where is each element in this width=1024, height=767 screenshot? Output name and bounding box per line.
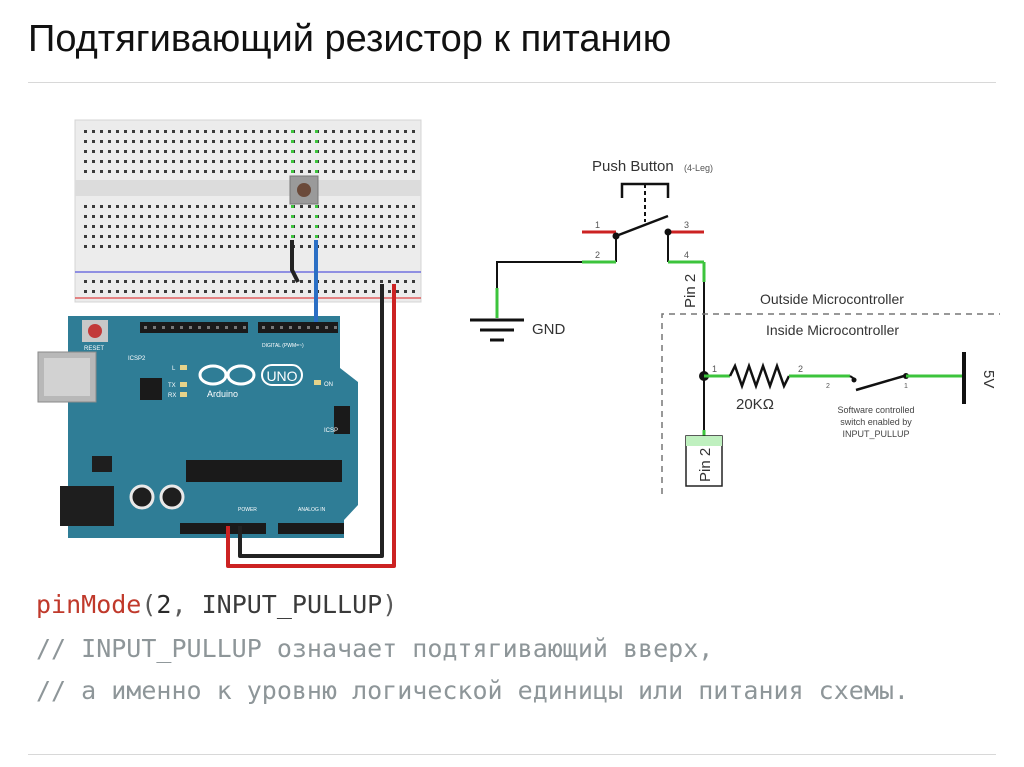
capacitor-2: [159, 484, 185, 510]
pin2-top-label: Pin 2: [682, 274, 699, 308]
led-tx-label: TX: [168, 383, 176, 389]
code-comma: ,: [171, 590, 202, 619]
gnd-label: GND: [532, 321, 566, 338]
wire-black-short: [290, 240, 300, 283]
breadboard-push-button: [289, 175, 319, 205]
atmega-chip: [186, 460, 342, 482]
led-on-label: ON: [324, 382, 333, 388]
res-pin-1: 1: [712, 364, 717, 374]
code-comment-2: // а именно к уровню логической единицы …: [36, 676, 909, 705]
sw-pin-1: 1: [904, 383, 908, 390]
analog-label: ANALOG IN: [298, 507, 326, 513]
pin-number-1: 1: [595, 220, 600, 230]
slide-title: Подтягивающий резистор к питанию: [28, 18, 672, 60]
divider-top: [28, 82, 996, 83]
arduino-logo: UNO Arduino: [198, 364, 303, 399]
wires: [226, 240, 396, 568]
wire-red: [226, 284, 396, 568]
usb-chip: [140, 378, 162, 400]
code-function: pinMode: [36, 590, 142, 619]
switch-note-1: Software controlled: [837, 405, 914, 415]
breadboard: [74, 119, 422, 303]
switch-note-2: switch enabled by: [840, 417, 912, 427]
divider-bottom: [28, 754, 996, 755]
push-button-label: Push Button: [592, 158, 674, 175]
code-line-1: pinMode(2, INPUT_PULLUP): [36, 590, 397, 619]
pin2-bottom-label: Pin 2: [697, 448, 714, 482]
led-l-label: L: [172, 366, 176, 372]
digital-header-left: [140, 322, 248, 333]
digital-label: DIGITAL (PWM=~): [262, 343, 304, 349]
led-rx-label: RX: [168, 393, 176, 399]
analog-header: [278, 523, 344, 534]
pin-number-2: 2: [595, 250, 600, 260]
icsp-header: [334, 406, 350, 434]
icsp-label: ICSP: [324, 428, 338, 434]
resistor-label: 20KΩ: [736, 396, 774, 413]
code-open-paren: (: [141, 590, 157, 619]
reset-label: RESET: [84, 346, 104, 352]
power-header: [180, 523, 266, 534]
pin-number-3: 3: [684, 220, 689, 230]
switch-note-3: INPUT_PULLUP: [842, 429, 909, 439]
icsp2-label: ICSP2: [128, 356, 146, 362]
arduino-label: Arduino: [207, 389, 238, 399]
schematic: Push Button (4-Leg) GND 1 2 3 4 Pin 2: [470, 158, 1000, 494]
power-jack: [60, 486, 114, 526]
arduino-board: RESET DIGITAL (PWM=~) ICSP2 UNO Arduino …: [37, 316, 358, 538]
pin-number-4: 4: [684, 250, 689, 260]
inside-label: Inside Microcontroller: [766, 322, 899, 338]
code-close-paren: ): [382, 590, 398, 619]
uno-label: UNO: [266, 368, 297, 384]
capacitor-1: [129, 484, 155, 510]
res-pin-2: 2: [798, 364, 803, 374]
four-leg-label: (4-Leg): [684, 163, 713, 173]
code-arg-pin: 2: [156, 590, 172, 619]
sw-pin-2: 2: [826, 383, 830, 390]
outside-label: Outside Microcontroller: [760, 291, 904, 307]
wire-black: [238, 284, 384, 558]
code-arg-mode: INPUT_PULLUP: [201, 590, 383, 619]
vcc-label: 5V: [980, 370, 997, 388]
code-comment-1: // INPUT_PULLUP означает подтягивающий в…: [36, 634, 714, 663]
power-label: POWER: [238, 507, 257, 513]
